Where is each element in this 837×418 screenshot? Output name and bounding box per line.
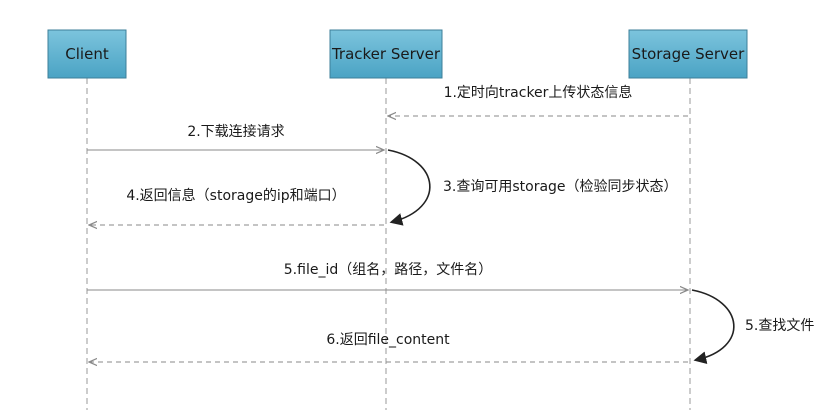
client-label: Client [65,45,109,63]
tracker-label: Tracker Server [331,45,441,63]
msg2-label: 2.下载连接请求 [187,123,284,140]
msg7-label: 6.返回file_content [326,332,450,348]
tracker-box: Tracker Server [329,29,443,79]
msg3-self-arrow [387,149,431,226]
msg1-label: 1.定时向tracker上传状态信息 [444,84,633,101]
msg4-label: 4.返回信息（storage的ip和端口） [126,187,345,204]
client-box: Client [47,29,127,79]
storage-label: Storage Server [632,45,745,63]
msg3-label: 3.查询可用storage（检验同步状态） [443,179,678,195]
storage-box: Storage Server [628,29,748,79]
msg6-label: 5.查找文件 [745,318,814,334]
msg6-self-arrow [691,289,735,365]
msg5-label: 5.file_id（组名，路径，文件名） [284,262,492,278]
